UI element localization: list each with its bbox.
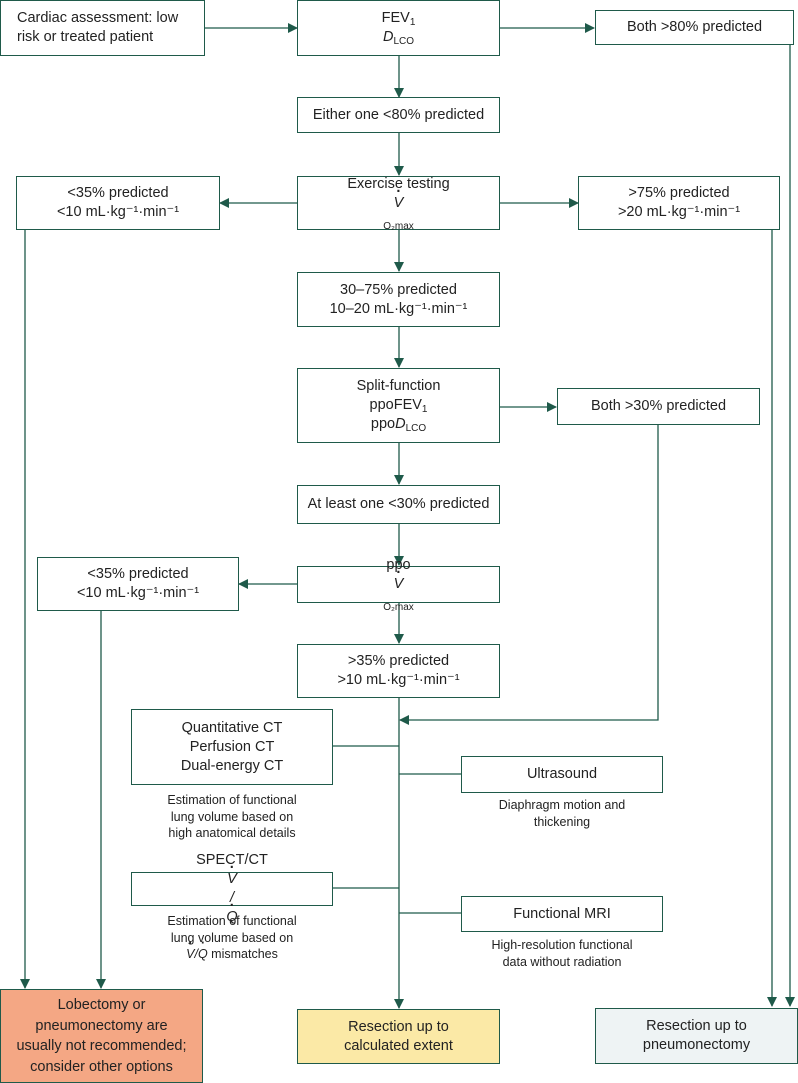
- quantitative-ct-box: Quantitative CT Perfusion CT Dual-energy…: [131, 709, 333, 785]
- not-recommended-outcome-box: Lobectomy or pneumonectomy are usually n…: [0, 989, 203, 1083]
- spect-caption: Estimation of functional lung volume bas…: [131, 913, 333, 963]
- both-30-predicted-box: Both >30% predicted: [557, 388, 760, 425]
- ultrasound-box: Ultrasound: [461, 756, 663, 793]
- resection-pneumonectomy-outcome-box: Resection up to pneumonectomy: [595, 1008, 798, 1064]
- fev-dlco-box: FEV1 DLCO: [297, 0, 500, 56]
- at-least-one-30-box: At least one <30% predicted: [297, 485, 500, 524]
- both-80-predicted-box: Both >80% predicted: [595, 10, 794, 45]
- gt35-predicted-box: >35% predicted >10 mL·kg⁻¹·min⁻¹: [297, 644, 500, 698]
- mid-range-predicted-box: 30–75% predicted 10–20 mL·kg⁻¹·min⁻¹: [297, 272, 500, 327]
- functional-mri-box: Functional MRI: [461, 896, 663, 932]
- cardiac-assessment-box: Cardiac assessment: low risk or treated …: [0, 0, 205, 56]
- ppo-vo2max-box: ppoVO₂max: [297, 557, 500, 613]
- split-function-box: Split-function ppoFEV1 ppoDLCO: [297, 368, 500, 443]
- resection-calculated-outcome-box: Resection up to calculated extent: [297, 1009, 500, 1064]
- fmri-caption: High-resolution functional data without …: [491, 938, 633, 969]
- lt35-predicted-box-1: <35% predicted <10 mL·kg⁻¹·min⁻¹: [16, 176, 220, 230]
- lt35-predicted-box-2: <35% predicted <10 mL·kg⁻¹·min⁻¹: [37, 557, 239, 611]
- either-80-predicted-box: Either one <80% predicted: [297, 97, 500, 133]
- gt75-predicted-box: >75% predicted >20 mL·kg⁻¹·min⁻¹: [578, 176, 780, 230]
- spect-ct-box: SPECT/CT V/Q: [131, 852, 333, 925]
- ultrasound-caption: Diaphragm motion and thickening: [498, 798, 626, 829]
- ct-caption: Estimation of functional lung volume bas…: [167, 793, 297, 840]
- arrow-both30-to-spine: [399, 425, 659, 725]
